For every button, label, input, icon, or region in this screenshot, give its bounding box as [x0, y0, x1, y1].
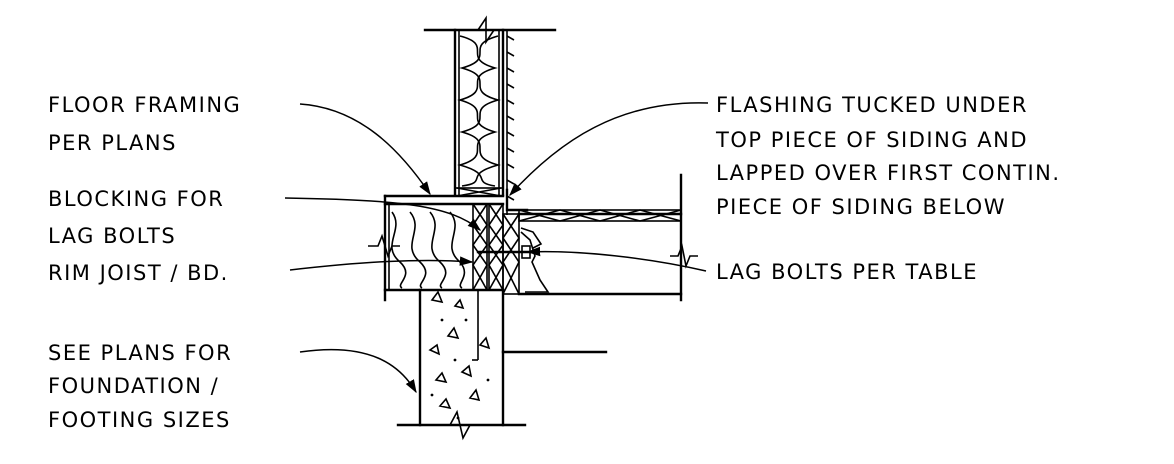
leader-floor-framing	[299, 103, 431, 196]
label-rim-joist: RIM JOIST / BD.	[48, 261, 229, 285]
label-blocking: BLOCKING FOR LAG BOLTS	[48, 187, 233, 248]
flashing	[505, 188, 529, 212]
label-foundation: SEE PLANS FOR FOUNDATION / FOOTING SIZES	[48, 341, 240, 432]
leader-flashing	[509, 102, 709, 196]
label-flashing: FLASHING TUCKED UNDER TOP PIECE OF SIDIN…	[715, 93, 1069, 219]
wall-insulation	[457, 35, 501, 187]
leader-lines	[284, 102, 709, 394]
leader-lag-bolts	[526, 246, 707, 272]
leader-rim-joist	[289, 256, 474, 271]
label-lag-bolts: LAG BOLTS PER TABLE	[716, 260, 978, 284]
floor-insulation	[388, 204, 466, 290]
lap-siding	[506, 30, 515, 215]
foundation-wall	[396, 288, 527, 441]
deck-ledger	[502, 173, 698, 302]
leader-foundation	[299, 348, 417, 394]
leader-blocking	[284, 197, 482, 231]
upper-wall	[423, 15, 557, 197]
label-floor-framing: FLOOR FRAMING PER PLANS	[48, 93, 250, 155]
